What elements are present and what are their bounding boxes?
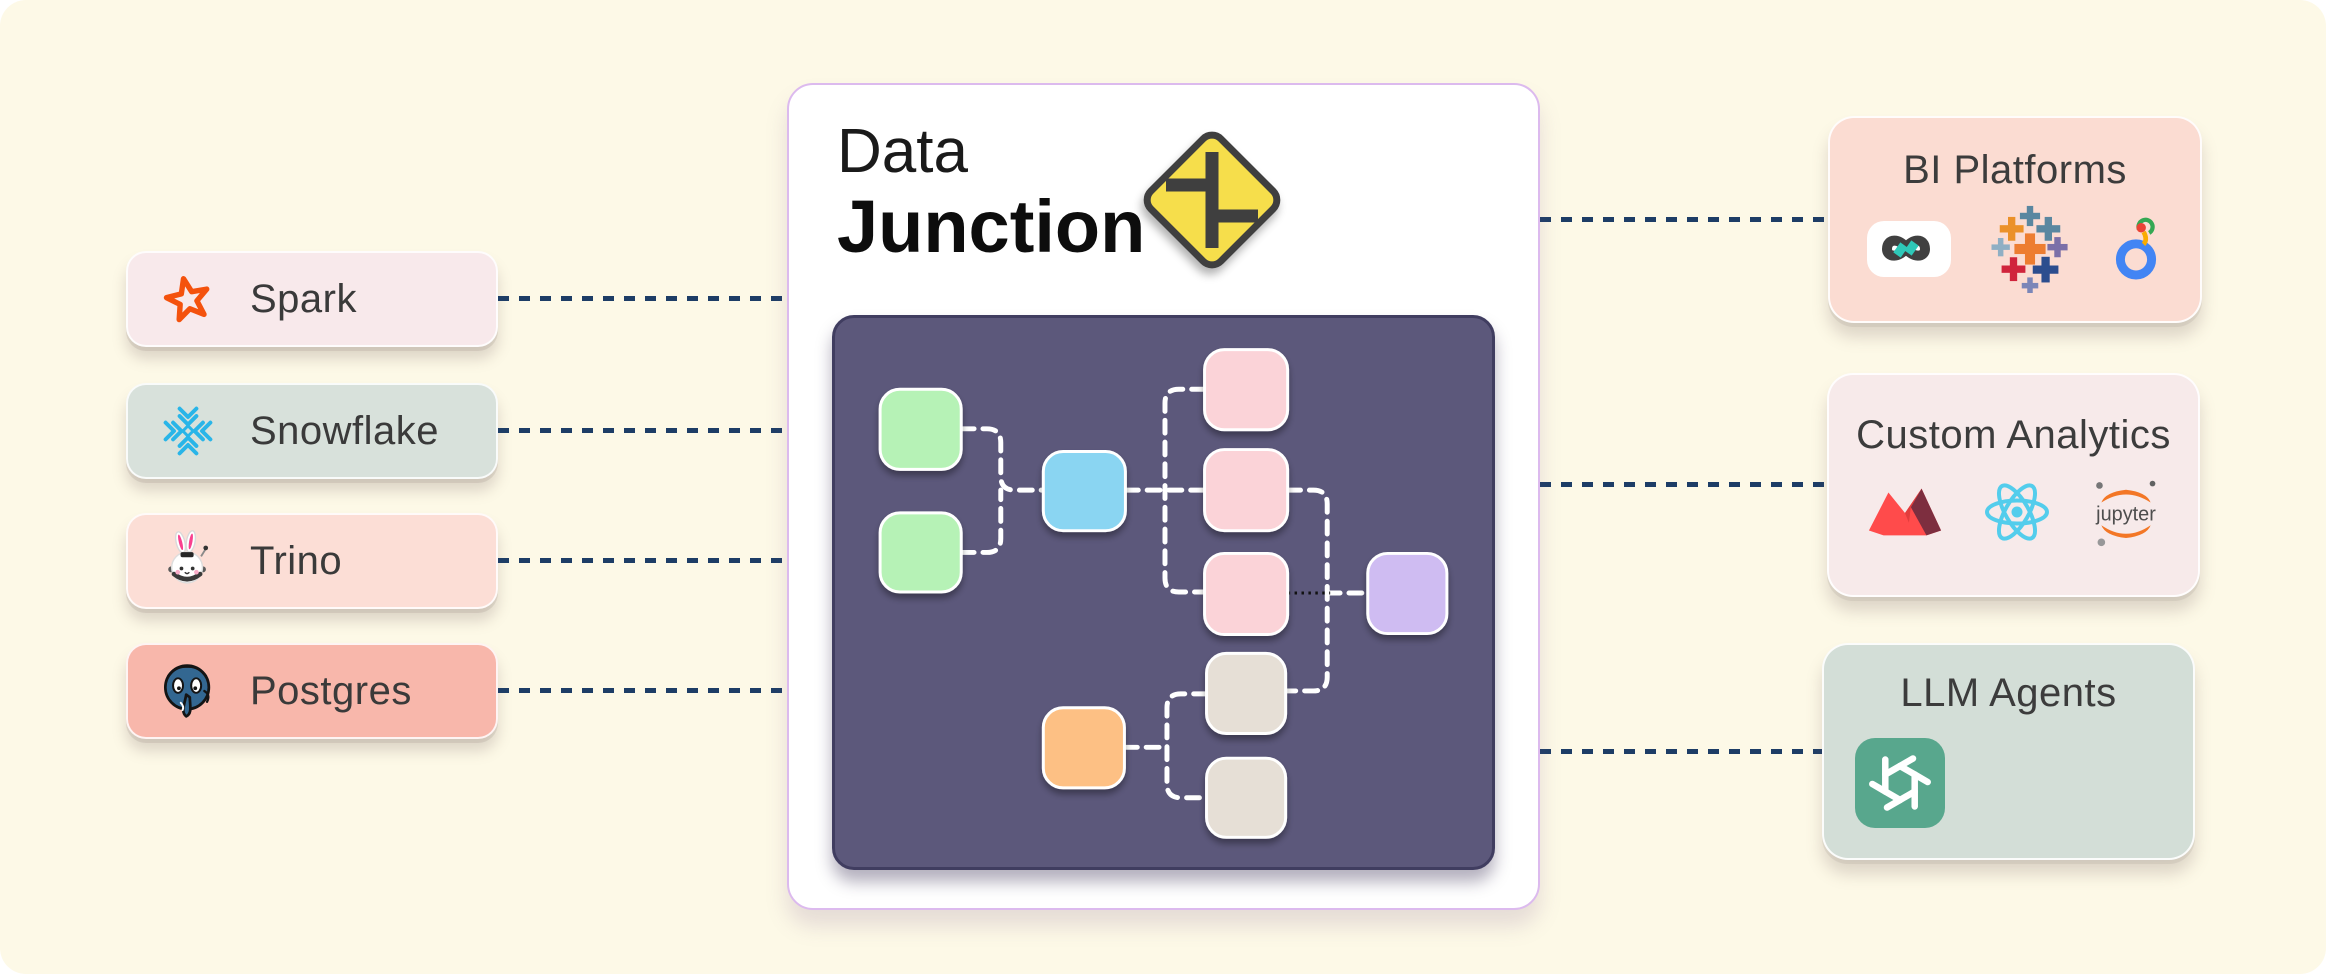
jupyter-logo-icon: jupyter [2090,474,2162,555]
card-title: Data Junction [837,117,1145,269]
flow-node-transform-1 [1203,348,1290,432]
connector-spark [498,296,787,301]
postgres-elephant-icon [158,659,218,723]
dest-box-bi-platforms: BI Platforms [1828,116,2202,323]
source-box-trino: Trino [126,513,498,609]
card-title-line1: Data [837,117,968,186]
snowflake-icon [158,399,218,463]
source-box-postgres: Postgres [126,643,498,739]
flow-node-transform-3 [1203,551,1290,637]
flow-panel [832,315,1495,870]
trino-bunny-icon [158,529,218,593]
flow-edges [958,386,1371,801]
sign-road-glyph [1166,152,1258,248]
streamlit-logo-icon [1866,485,1944,544]
flow-diagram [878,348,1449,839]
source-box-spark: Spark [126,251,498,347]
source-label: Trino [250,538,343,583]
dest-box-llm-agents: LLM Agents [1822,643,2195,860]
dest-box-custom-analytics: Custom Analytics [1827,373,2200,597]
connector-trino [498,558,787,563]
source-label: Spark [250,276,357,321]
custom-analytics-logo-row: jupyter [1866,474,2162,555]
source-box-snowflake: Snowflake [126,383,498,479]
card-title-line2: Junction [837,185,1146,269]
flow-node-stage-1 [1205,651,1288,735]
looker-logo-icon [2109,215,2163,288]
jupyter-wordmark: jupyter [2095,504,2156,526]
source-label: Snowflake [250,408,440,453]
connector-bi-platforms [1540,217,1828,222]
dest-title: Custom Analytics [1856,413,2171,457]
source-label: Postgres [250,668,412,713]
superset-logo-icon [1867,217,1951,286]
connector-custom-analytics [1540,482,1827,487]
bi-logo-row [1867,205,2163,298]
flow-node-loader [1041,706,1126,790]
dest-title: BI Platforms [1903,148,2127,192]
spark-star-icon [158,267,218,331]
flow-node-transform-2 [1203,448,1290,533]
junction-road-sign-icon [1135,123,1289,277]
flow-node-output [1366,551,1449,636]
connector-snowflake [498,428,787,433]
connector-llm-agents [1540,749,1822,754]
flow-node-merge [1041,450,1127,533]
connector-postgres [498,688,787,693]
openai-logo-icon [1855,738,1945,833]
tableau-logo-icon [1989,205,2071,298]
react-logo-icon [1982,480,2052,549]
flow-node-stage-2 [1205,756,1288,839]
flow-node-source-2 [878,511,963,594]
flow-node-source-1 [878,387,963,471]
data-junction-card: Data Junction [787,83,1540,910]
dest-title: LLM Agents [1900,671,2117,715]
